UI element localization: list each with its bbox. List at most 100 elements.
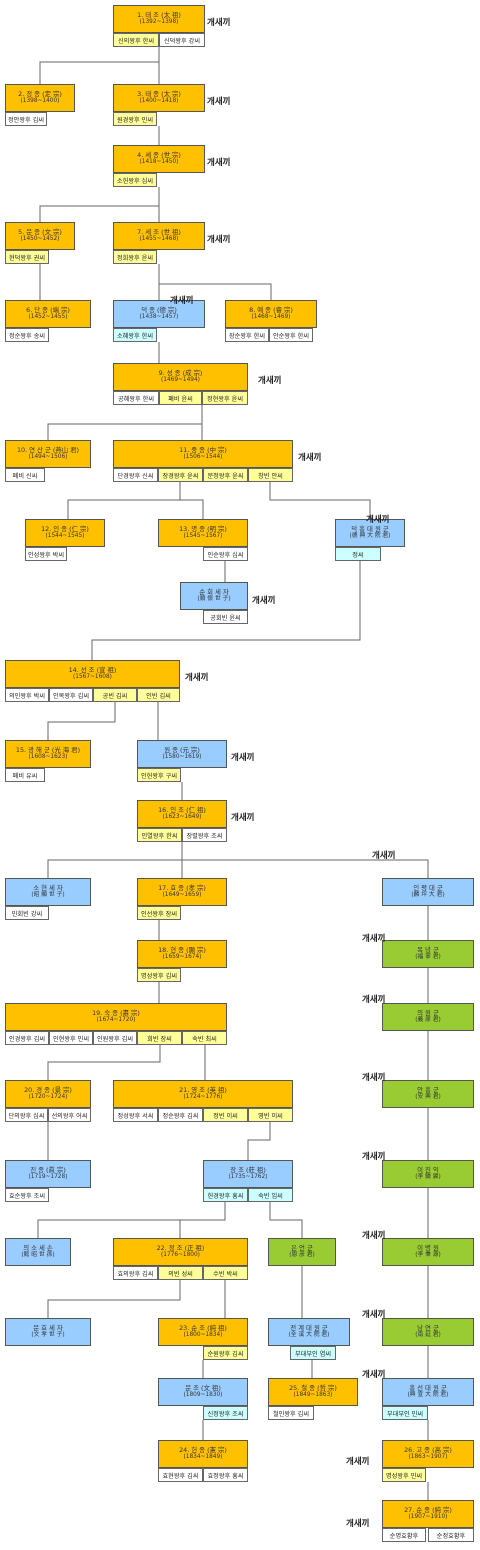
person-detail: (1545~1567) xyxy=(183,533,223,540)
person-name: 7. 세 조 (世 祖) xyxy=(137,228,181,237)
person-detail: (1720~1724) xyxy=(28,1094,68,1101)
lineage-box-euneon: 은 언 군(恩 彦 君) xyxy=(268,1238,336,1266)
king-box-n18: 18. 현 종 (顯 宗)(1659~1674) xyxy=(137,940,227,968)
connector-line xyxy=(182,859,429,878)
person-name: 은 언 군 xyxy=(291,1244,313,1253)
person-name: 1. 태 조 (太 祖) xyxy=(137,11,181,20)
meme-label: 개새끼 xyxy=(346,1457,370,1467)
connector-line xyxy=(247,1122,271,1160)
spouse-box: 부대부인 민씨 xyxy=(382,1406,428,1420)
spouse-box: 숙빈 임씨 xyxy=(248,1188,293,1202)
king-box-n8: 8. 예 종 (睿 宗)(1468~1469) xyxy=(225,300,317,328)
king-box-n16: 16. 인 조 (仁 祖)(1623~1649) xyxy=(137,800,227,828)
person-name: 6. 단 종 (端 宗) xyxy=(26,306,70,315)
spouse-box: 공회빈 윤씨 xyxy=(203,610,248,624)
person-name: 9. 성 종 (成 宗) xyxy=(158,369,203,378)
spouse-box: 명성왕후 민씨 xyxy=(382,1468,426,1482)
person-detail: (順 懷 世 子) xyxy=(197,596,231,603)
person-detail: (1776~1800) xyxy=(161,1252,200,1259)
person-detail: (1452~1455) xyxy=(28,314,68,321)
person-detail: (1468~1469) xyxy=(251,314,291,321)
meme-label: 개새끼 xyxy=(298,453,322,463)
meme-label: 개새끼 xyxy=(362,1231,386,1241)
king-box-n15: 15. 광 해 군 (光 海 君)(1608~1623) xyxy=(5,740,91,768)
spouse-box: 인성왕후 박씨 xyxy=(25,547,67,561)
spouse-box: 신정왕후 조씨 xyxy=(203,1406,248,1420)
spouse-box: 원경왕후 민씨 xyxy=(113,112,157,126)
person-name: 덕 종 (德 宗) xyxy=(141,306,177,315)
person-detail: (李 秉 源) xyxy=(415,1252,441,1259)
king-box-n5: 5. 문 종 (文 宗)(1450~1452) xyxy=(5,222,75,250)
spouse-box: 현덕왕후 권씨 xyxy=(5,250,49,264)
spouse-box: 장경왕후 윤씨 xyxy=(158,468,203,482)
person-name: 18. 현 종 (顯 宗) xyxy=(158,946,206,955)
meme-label: 개새끼 xyxy=(362,1073,386,1083)
person-detail: (1567~1608) xyxy=(73,674,112,681)
person-detail: (安 興 君) xyxy=(415,1094,441,1101)
spouse-box: 인헌왕후 구씨 xyxy=(137,768,181,782)
king-box-n22: 22. 정 조 (正 祖)(1776~1800) xyxy=(113,1238,248,1266)
person-detail: (文 孝 世 子) xyxy=(31,1332,65,1339)
connector-line xyxy=(39,187,160,222)
spouse-box: 정성왕후 서씨 xyxy=(113,1108,158,1122)
prince-box-wj: 원 종 (元 宗)(1580~1619) xyxy=(137,740,227,768)
spouse-box: 정빈 이씨 xyxy=(203,1108,248,1122)
lineage-box-namyeon: 남 연 군(南 延 君) xyxy=(382,1318,474,1346)
spouse-box: 효정왕후 홍씨 xyxy=(203,1468,248,1482)
person-detail: (1674~1720) xyxy=(96,1017,136,1024)
connector-line xyxy=(47,405,203,440)
king-box-n2: 2. 정 종 (定 宗)(1398~1400) xyxy=(5,84,75,112)
person-name: 26. 고 종 (高 宗) xyxy=(404,1446,452,1455)
person-detail: (昭 顯 世 子) xyxy=(31,892,65,899)
king-box-n11: 11. 중 종 (中 宗)(1506~1544) xyxy=(113,440,293,468)
spouse-box: 부대부인 염씨 xyxy=(290,1346,336,1360)
person-detail: (1400~1418) xyxy=(139,98,179,105)
person-detail: (麟 坪 大 君) xyxy=(411,892,445,899)
king-box-n19: 19. 숙 종 (肅 宗)(1674~1720) xyxy=(5,1003,227,1031)
spouse-box: 순원왕후 김씨 xyxy=(203,1346,248,1360)
connector-line xyxy=(180,499,204,519)
spouse-box: 폐비 유씨 xyxy=(5,768,45,782)
prince-box-jangjo: 장 조 (莊 祖)(1735~1762) xyxy=(203,1160,293,1188)
person-detail: (德 興 大 院 君) xyxy=(349,533,391,540)
person-detail: (南 延 君) xyxy=(415,1332,441,1339)
spouse-box: 인목왕후 김씨 xyxy=(49,688,93,702)
person-detail: (1469~1494) xyxy=(161,377,200,384)
person-detail: (1418~1450) xyxy=(139,159,179,166)
spouse-box: 인현왕후 민씨 xyxy=(49,1031,93,1045)
person-name: 12. 인 종 (仁 宗) xyxy=(41,525,89,534)
meme-label: 개새끼 xyxy=(362,934,386,944)
king-box-n17: 17. 효 종 (孝 宗)(1649~1659) xyxy=(137,878,227,906)
spouse-box: 문정왕후 윤씨 xyxy=(203,468,248,482)
person-detail: (1849~1863) xyxy=(293,1392,333,1399)
person-detail: (1455~1468) xyxy=(139,236,179,243)
person-detail: (1800~1834) xyxy=(183,1332,223,1339)
person-detail: (懿 昭 世 孫) xyxy=(21,1252,55,1259)
spouse-box: 소헌왕후 심씨 xyxy=(113,173,157,187)
connector-line xyxy=(47,1280,181,1318)
person-detail: (1834~1849) xyxy=(183,1454,223,1461)
meme-label: 개새끼 xyxy=(231,753,255,763)
meme-label: 개새끼 xyxy=(372,851,396,861)
king-box-n20: 20. 경 종 (景 宗)(1720~1724) xyxy=(5,1080,91,1108)
spouse-box: 철인왕후 김씨 xyxy=(268,1406,314,1420)
person-detail: (1809~1830) xyxy=(183,1392,223,1399)
person-name: 소 현 세 자 xyxy=(33,884,63,893)
spouse-box: 정순왕후 김씨 xyxy=(158,1108,203,1122)
person-detail: (李 鎭 翼) xyxy=(415,1174,441,1181)
connector-line xyxy=(47,1045,161,1080)
person-detail: (1719~1728) xyxy=(28,1174,68,1181)
person-name: 진 종 (眞 宗) xyxy=(30,1166,66,1175)
meme-label: 개새끼 xyxy=(362,995,386,1005)
prince-box-inpyeong: 인 평 대 군(麟 坪 大 君) xyxy=(382,878,474,906)
person-detail: (1438~1457) xyxy=(139,314,179,321)
meme-label: 개새끼 xyxy=(207,158,231,168)
prince-box-heungseon: 흥 선 대 원 군(興 宣 大 院 君) xyxy=(382,1378,474,1406)
person-name: 23. 순 조 (純 祖) xyxy=(179,1324,227,1333)
person-name: 25. 철 종 (哲 宗) xyxy=(289,1384,337,1393)
spouse-box: 정현왕후 윤씨 xyxy=(202,391,248,405)
spouse-box: 숙빈 최씨 xyxy=(182,1031,227,1045)
king-box-n21: 21. 영 조 (英 祖)(1724~1776) xyxy=(113,1080,293,1108)
meme-label: 개새끼 xyxy=(252,596,276,606)
